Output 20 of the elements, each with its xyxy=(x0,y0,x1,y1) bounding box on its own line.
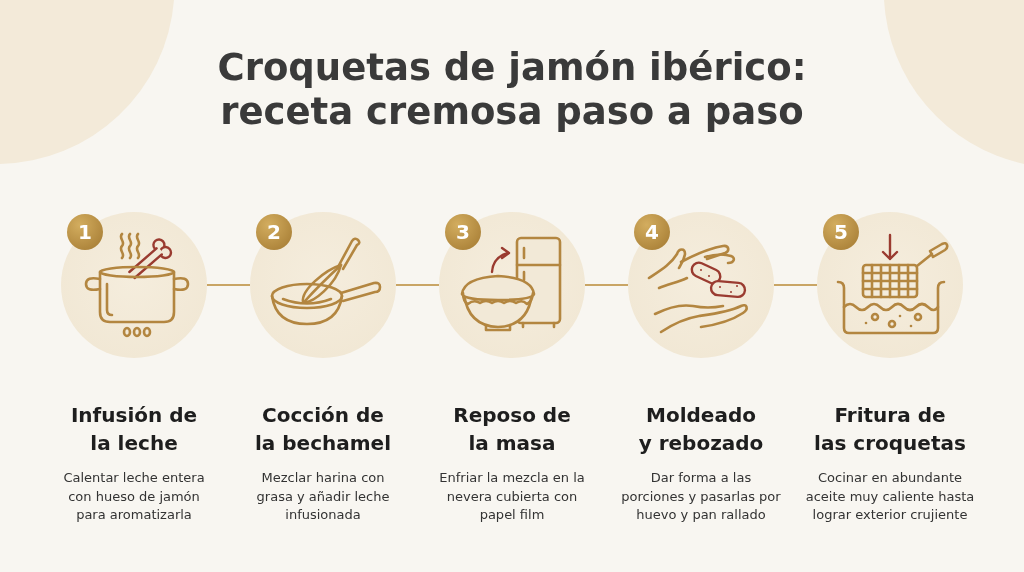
title: Croquetas de jamón ibérico: receta cremosa paso a paso xyxy=(216,46,808,134)
step-description: Calentar leche entera con hueso de jamón para aromatizarla xyxy=(62,469,206,524)
connector-line xyxy=(584,284,629,286)
step-description: Mezclar harina con grasa y añadir leche infusionada xyxy=(255,469,391,524)
connector-line xyxy=(206,284,251,286)
step-heading: Infusión de la leche xyxy=(69,402,199,457)
step-number-badge: 2 xyxy=(256,214,292,250)
step-number-badge: 5 xyxy=(823,214,859,250)
step-heading: Cocción de la bechamel xyxy=(253,402,392,457)
step-heading: Reposo de la masa xyxy=(452,402,572,457)
connector-line xyxy=(395,284,440,286)
step-description: Enfriar la mezcla en la nevera cubierta con papel film xyxy=(438,469,586,524)
step-number-badge: 3 xyxy=(445,214,481,250)
connector-line xyxy=(773,284,818,286)
step-description: Dar forma a las porciones y pasarlas por huevo y pan rallado xyxy=(620,469,782,524)
step-heading: Fritura de las croquetas xyxy=(813,402,967,457)
step-description: Cocinar en abundante aceite muy caliente hasta lograr exterior crujiente xyxy=(804,469,976,524)
step-number-badge: 1 xyxy=(67,214,103,250)
step-heading: Moldeado y rebozado xyxy=(637,402,765,457)
step-number-badge: 4 xyxy=(634,214,670,250)
